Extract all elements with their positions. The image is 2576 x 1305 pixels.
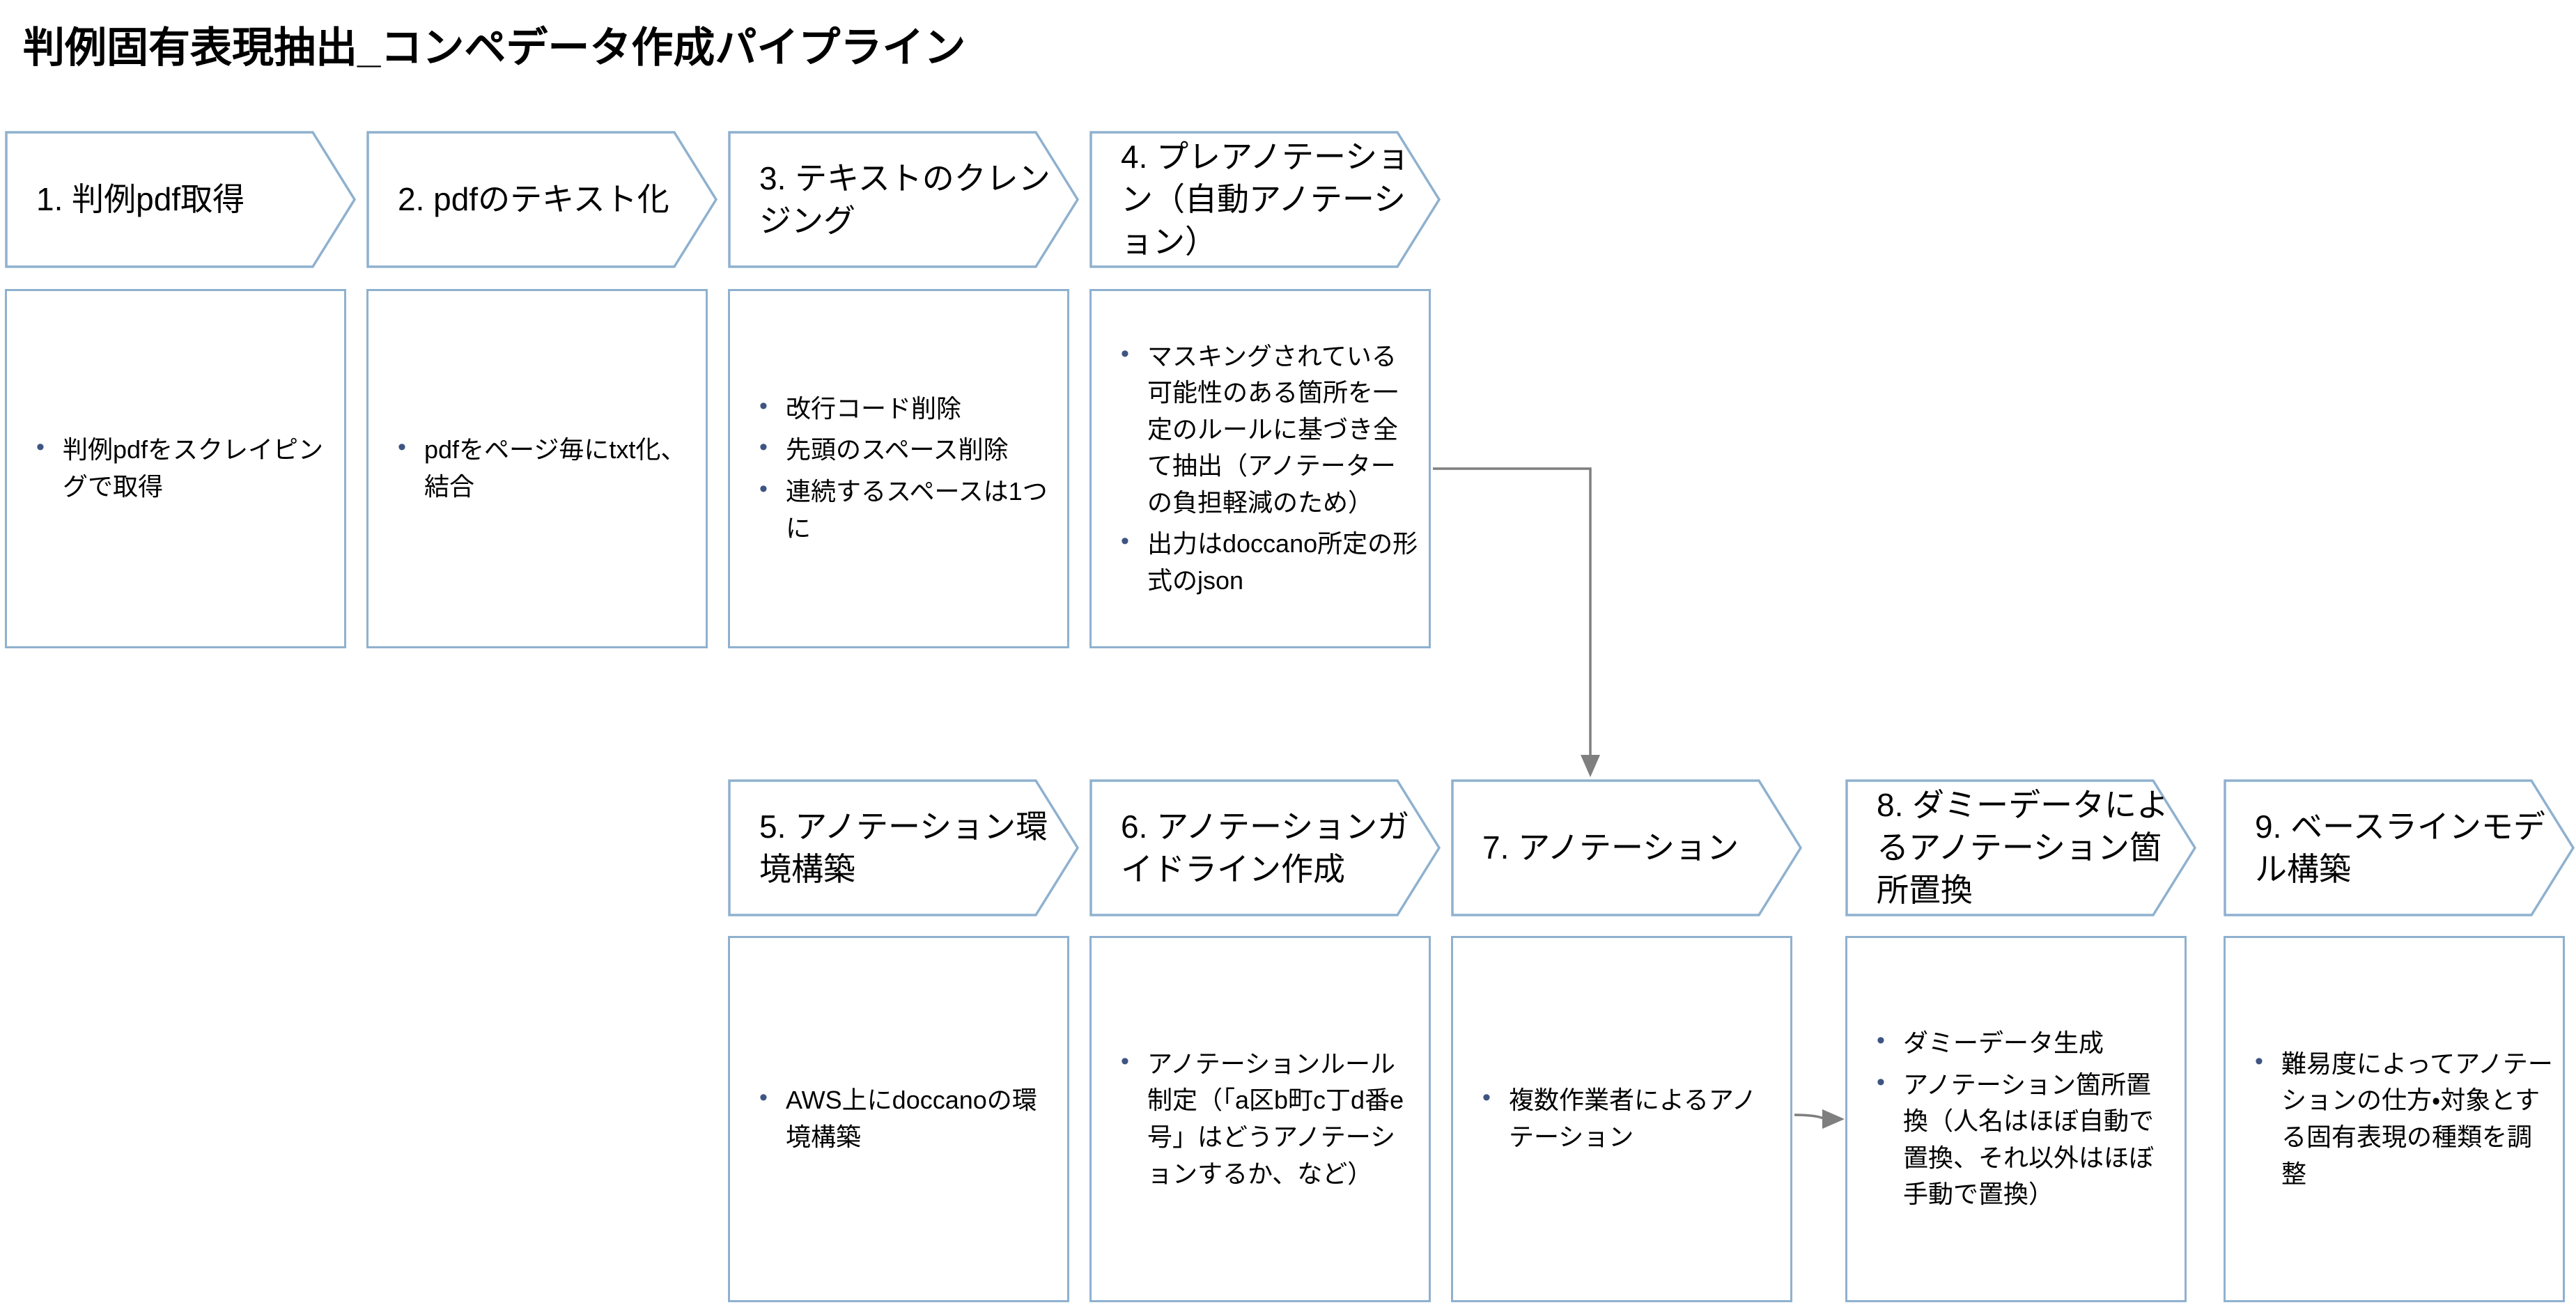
chevron-shape bbox=[1089, 131, 1441, 268]
step-9-label: 9. ベースラインモデル構築 bbox=[2255, 808, 2545, 887]
chevron-shape bbox=[366, 131, 718, 268]
diagram-title: 判例固有表現抽出_コンペデータ作成パイプライン bbox=[23, 24, 966, 71]
step-8-label: 8. ダミーデータによるアノテーション箇所置換 bbox=[1877, 787, 2169, 908]
chevron-step-7: 7. アノテーション bbox=[1451, 779, 1806, 916]
chevron-step-4: 4. プレアノテーション（自動アノテーション） bbox=[1089, 131, 1445, 268]
chevron-step-9: 9. ベースラインモデル構築 bbox=[2224, 779, 2576, 916]
chevron-shape bbox=[728, 779, 1080, 916]
chevron-shape bbox=[1089, 779, 1441, 916]
bullet-item: 改行コード削除 bbox=[750, 389, 1057, 428]
box-step-8: ダミーデータ生成 アノテーション箇所置換（人名はほぼ自動で置換、それ以外はほぼ手… bbox=[1845, 936, 2187, 1302]
box-step-4: マスキングされている可能性のある箇所を一定のルールに基づき全て抽出（アノテーター… bbox=[1089, 289, 1431, 648]
bullet-item: 連続するスペースは1つに bbox=[750, 472, 1057, 547]
chevron-shape bbox=[728, 131, 1080, 268]
chevron-step-6: 6. アノテーションガイドライン作成 bbox=[1089, 779, 1445, 916]
step-5-label: 5. アノテーション環境構築 bbox=[759, 808, 1048, 887]
step-5-bullets: AWS上にdoccanoの環境構築 bbox=[730, 1077, 1067, 1160]
bullet-item: アノテーションルール制定（「a区b町c丁d番e号」はどうアノテーションするか、な… bbox=[1111, 1045, 1419, 1192]
chevron-shape bbox=[2224, 779, 2575, 916]
box-step-3: 改行コード削除 先頭のスペース削除 連続するスペースは1つに bbox=[728, 289, 1069, 648]
box-step-1: 判例pdfをスクレイピングで取得 bbox=[5, 289, 346, 648]
connector-step4-to-step7 bbox=[1433, 467, 1600, 777]
box-step-7: 複数作業者によるアノテーション bbox=[1451, 936, 1792, 1302]
bullet-item: 出力はdoccano所定の形式のjson bbox=[1111, 524, 1419, 599]
step-2-label: 2. pdfのテキスト化 bbox=[398, 181, 669, 218]
bullet-item: アノテーション箇所置換（人名はほぼ自動で置換、それ以外はほぼ手動で置換） bbox=[1867, 1065, 2175, 1213]
connector-step7-to-step8 bbox=[1794, 1109, 1845, 1129]
chevron-step-3: 3. テキストのクレンジング bbox=[728, 131, 1083, 268]
bullet-item: 判例pdfをスクレイピングで取得 bbox=[26, 430, 334, 505]
bullet-item: 難易度によってアノテーションの仕方・対象とする固有表現の種類を調整 bbox=[2245, 1045, 2553, 1192]
step-8-bullets: ダミーデータ生成 アノテーション箇所置換（人名はほぼ自動で置換、それ以外はほぼ手… bbox=[1847, 1020, 2185, 1218]
chevron-step-1: 1. 判例pdf取得 bbox=[5, 131, 360, 268]
bullet-item: 複数作業者によるアノテーション bbox=[1473, 1081, 1780, 1155]
bullet-item: AWS上にdoccanoの環境構築 bbox=[750, 1081, 1057, 1155]
step-7-label: 7. アノテーション bbox=[1482, 829, 1739, 866]
step-3-label: 3. テキストのクレンジング bbox=[759, 159, 1050, 239]
arrowhead-right-icon bbox=[1822, 1109, 1845, 1129]
chevron-shape bbox=[1845, 779, 2197, 916]
box-step-5: AWS上にdoccanoの環境構築 bbox=[728, 936, 1069, 1302]
box-step-9: 難易度によってアノテーションの仕方・対象とする固有表現の種類を調整 bbox=[2224, 936, 2565, 1302]
step-2-bullets: pdfをページ毎にtxt化、結合 bbox=[368, 427, 706, 510]
chevron-step-2: 2. pdfのテキスト化 bbox=[366, 131, 722, 268]
step-1-label: 1. 判例pdf取得 bbox=[36, 181, 245, 218]
step-1-bullets: 判例pdfをスクレイピングで取得 bbox=[7, 427, 344, 510]
box-step-6: アノテーションルール制定（「a区b町c丁d番e号」はどうアノテーションするか、な… bbox=[1089, 936, 1431, 1302]
chevron-step-5: 5. アノテーション環境構築 bbox=[728, 779, 1083, 916]
step-9-bullets: 難易度によってアノテーションの仕方・対象とする固有表現の種類を調整 bbox=[2226, 1041, 2563, 1197]
bullet-item: ダミーデータ生成 bbox=[1867, 1024, 2175, 1062]
chevron-shape bbox=[5, 131, 357, 268]
arrowhead-down-icon bbox=[1581, 755, 1600, 777]
bullet-item: pdfをページ毎にtxt化、結合 bbox=[388, 430, 696, 505]
step-4-label: 4. プレアノテーション（自動アノテーション） bbox=[1121, 139, 1410, 260]
chevron-shape bbox=[1451, 779, 1803, 916]
box-step-2: pdfをページ毎にtxt化、結合 bbox=[366, 289, 708, 648]
chevron-step-8: 8. ダミーデータによるアノテーション箇所置換 bbox=[1845, 779, 2201, 916]
step-6-bullets: アノテーションルール制定（「a区b町c丁d番e号」はどうアノテーションするか、な… bbox=[1092, 1041, 1429, 1197]
step-6-label: 6. アノテーションガイドライン作成 bbox=[1121, 808, 1410, 887]
bullet-item: 先頭のスペース削除 bbox=[750, 430, 1057, 469]
step-7-bullets: 複数作業者によるアノテーション bbox=[1453, 1077, 1790, 1160]
step-4-bullets: マスキングされている可能性のある箇所を一定のルールに基づき全て抽出（アノテーター… bbox=[1092, 334, 1429, 604]
bullet-item: マスキングされている可能性のある箇所を一定のルールに基づき全て抽出（アノテーター… bbox=[1111, 337, 1419, 522]
step-3-bullets: 改行コード削除 先頭のスペース削除 連続するスペースは1つに bbox=[730, 386, 1067, 552]
